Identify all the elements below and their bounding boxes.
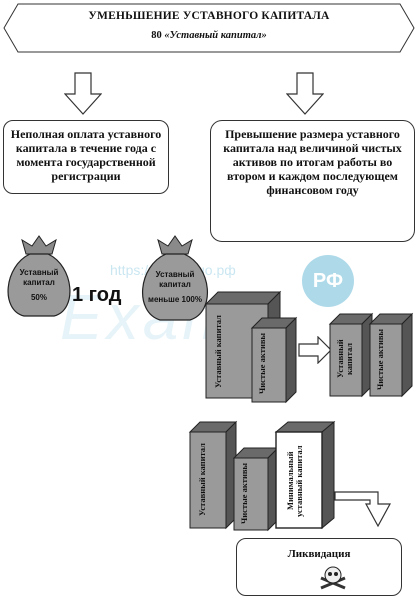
block-net-assets-1-label: Чистые активы	[257, 332, 267, 394]
partial-payment-box: Неполная оплата уставного капитала в теч…	[3, 120, 169, 194]
header-title: УМЕНЬШЕНИЕ УСТАВНОГО КАПИТАЛА	[88, 10, 330, 22]
block-net-assets-3	[232, 446, 280, 532]
block-net-assets-2-label: Чистые активы	[375, 328, 385, 390]
block-charter-capital-3-label: Уставный капитал	[197, 443, 207, 517]
header-account: 80 «Уставный капитал»	[20, 30, 398, 41]
block-net-assets-3-label: Чистые активы	[239, 462, 249, 524]
arrow-down-left-icon	[64, 72, 102, 115]
block-min-capital-label: Минимальный уставный капитал	[285, 445, 304, 517]
bag2-label: Уставный капитал	[155, 270, 195, 289]
money-bag-icon	[141, 235, 209, 321]
rf-badge-text: РФ	[312, 270, 344, 292]
account-name: «Уставный капитал»	[164, 30, 267, 41]
bag1-label: Уставный капитал	[19, 268, 59, 287]
account-number: 80	[151, 30, 162, 41]
skull-crossbones-icon	[320, 566, 346, 590]
liquidation-text: Ликвидация	[287, 548, 351, 560]
block-min-capital	[274, 420, 336, 530]
block-net-assets-1	[250, 316, 298, 404]
partial-payment-text: Неполная оплата уставного капитала в теч…	[10, 127, 162, 183]
period-label: 1 год	[72, 284, 122, 306]
block-net-assets-2	[368, 312, 414, 398]
block-charter-capital-2-label: Уставный капитал	[335, 339, 354, 379]
header-text: УМЕНЬШЕНИЕ УСТАВНОГО КАПИТАЛА 80 «Уставн…	[20, 10, 398, 41]
rf-badge: РФ	[302, 255, 354, 307]
arrow-bend-down-icon	[334, 491, 392, 528]
arrow-down-right-icon	[286, 72, 324, 115]
bag1-value: 50%	[30, 293, 47, 302]
excess-capital-text: Превышение размера уставного капитала на…	[223, 127, 402, 197]
liquidation-box: Ликвидация	[236, 538, 402, 596]
money-bag-icon	[7, 235, 71, 317]
bag2-value: меньше 100%	[148, 295, 202, 304]
arrow-right-icon	[298, 336, 332, 364]
excess-capital-box: Превышение размера уставного капитала на…	[210, 120, 415, 242]
header-shape	[3, 3, 415, 53]
block-charter-capital-1-label: Уставный капитал	[213, 315, 223, 389]
